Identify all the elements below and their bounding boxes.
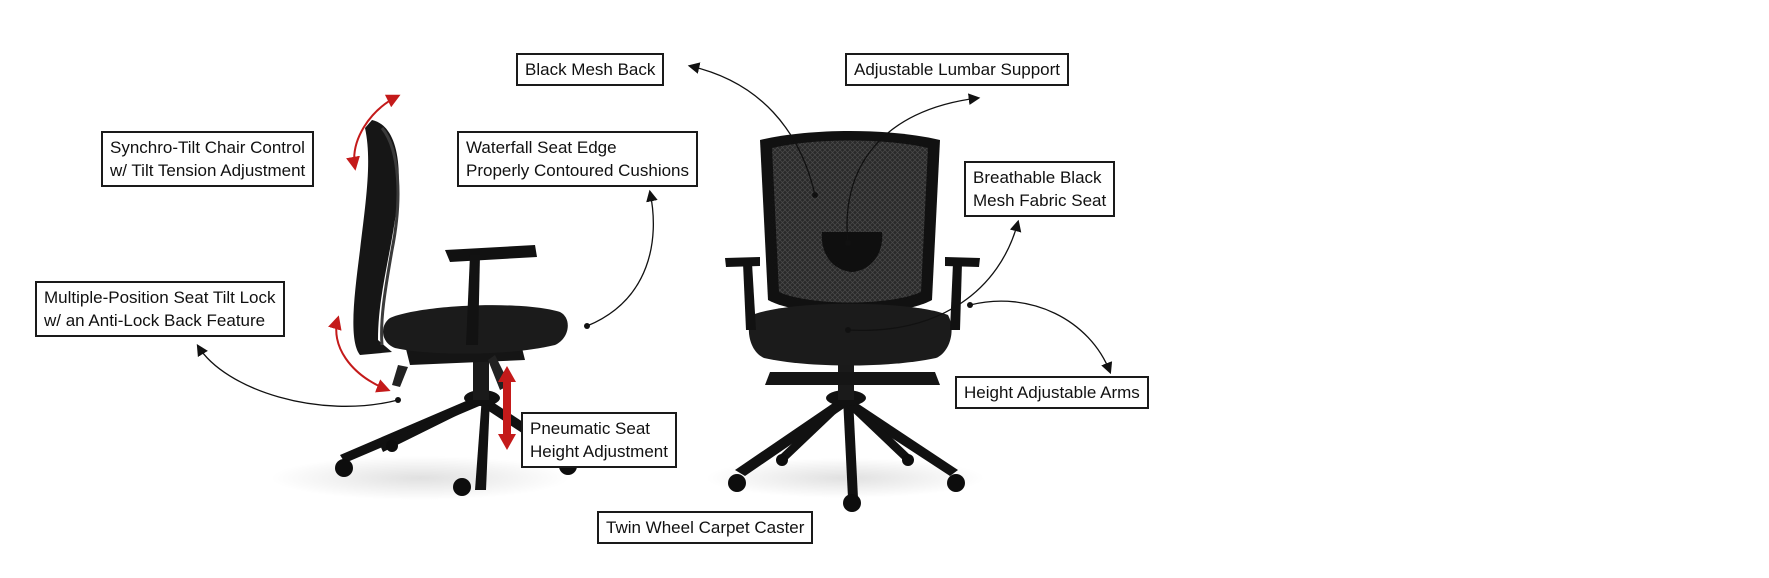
label-line-1: Breathable Black xyxy=(973,168,1102,187)
tension-knob xyxy=(392,365,408,387)
label-text: Adjustable Lumbar Support xyxy=(854,60,1061,79)
side-arm-post xyxy=(466,255,480,345)
callout-waterfall xyxy=(586,189,658,327)
label-pneumatic-seat: Pneumatic Seat Height Adjustment xyxy=(521,412,677,468)
floor-shadow-front xyxy=(705,458,985,498)
label-twin-wheel-caster: Twin Wheel Carpet Caster xyxy=(597,511,814,544)
callout-black-mesh-back xyxy=(687,62,816,196)
label-line-2: Mesh Fabric Seat xyxy=(973,191,1107,210)
label-line-1: Pneumatic Seat xyxy=(530,419,651,438)
front-right-arm-post xyxy=(950,263,962,330)
label-waterfall-seat-edge: Waterfall Seat Edge Properly Contoured C… xyxy=(457,131,699,187)
label-text: Black Mesh Back xyxy=(525,60,656,79)
chair-front-view xyxy=(705,131,985,512)
label-text: Twin Wheel Carpet Caster xyxy=(606,518,805,537)
label-synchro-tilt: Synchro-Tilt Chair Control w/ Tilt Tensi… xyxy=(101,131,315,187)
seat-tilt-arrow xyxy=(328,315,391,393)
callout-lines xyxy=(196,62,1113,407)
label-line-2: w/ an Anti-Lock Back Feature xyxy=(44,311,266,330)
label-line-1: Waterfall Seat Edge xyxy=(466,138,617,157)
callout-lumbar xyxy=(846,93,981,244)
front-seat-cushion xyxy=(748,303,952,366)
front-right-armrest xyxy=(945,257,980,267)
callout-arms xyxy=(969,300,1113,375)
front-mesh-back xyxy=(772,140,928,303)
label-text: Height Adjustable Arms xyxy=(964,383,1140,402)
label-seat-tilt-lock: Multiple-Position Seat Tilt Lock w/ an A… xyxy=(35,281,285,337)
side-back-frame xyxy=(353,120,399,355)
callout-breathable xyxy=(847,219,1022,332)
callout-seat-tilt-lock xyxy=(196,344,399,407)
front-left-armrest xyxy=(725,257,760,267)
front-left-arm-post xyxy=(743,263,756,330)
label-black-mesh-back: Black Mesh Back xyxy=(516,53,665,86)
lumbar-support-pad xyxy=(821,232,883,272)
label-line-2: Properly Contoured Cushions xyxy=(466,161,690,180)
label-adjustable-lumbar-support: Adjustable Lumbar Support xyxy=(845,53,1070,86)
pneumatic-height-arrow xyxy=(498,366,516,450)
front-base xyxy=(735,390,958,498)
label-breathable-mesh-seat: Breathable Black Mesh Fabric Seat xyxy=(964,161,1116,217)
front-casters xyxy=(728,454,965,512)
label-height-adjustable-arms: Height Adjustable Arms xyxy=(955,376,1149,409)
tilt-back-arrow xyxy=(346,94,401,171)
label-line-2: w/ Tilt Tension Adjustment xyxy=(110,161,306,180)
red-adjustment-arrows xyxy=(328,94,401,393)
label-line-1: Synchro-Tilt Chair Control xyxy=(110,138,305,157)
callout-dots xyxy=(395,192,973,403)
chair-side-view xyxy=(270,120,577,500)
label-line-1: Multiple-Position Seat Tilt Lock xyxy=(44,288,276,307)
label-line-2: Height Adjustment xyxy=(530,442,668,461)
side-armrest-pad xyxy=(445,245,537,262)
front-mechanism xyxy=(765,372,940,385)
